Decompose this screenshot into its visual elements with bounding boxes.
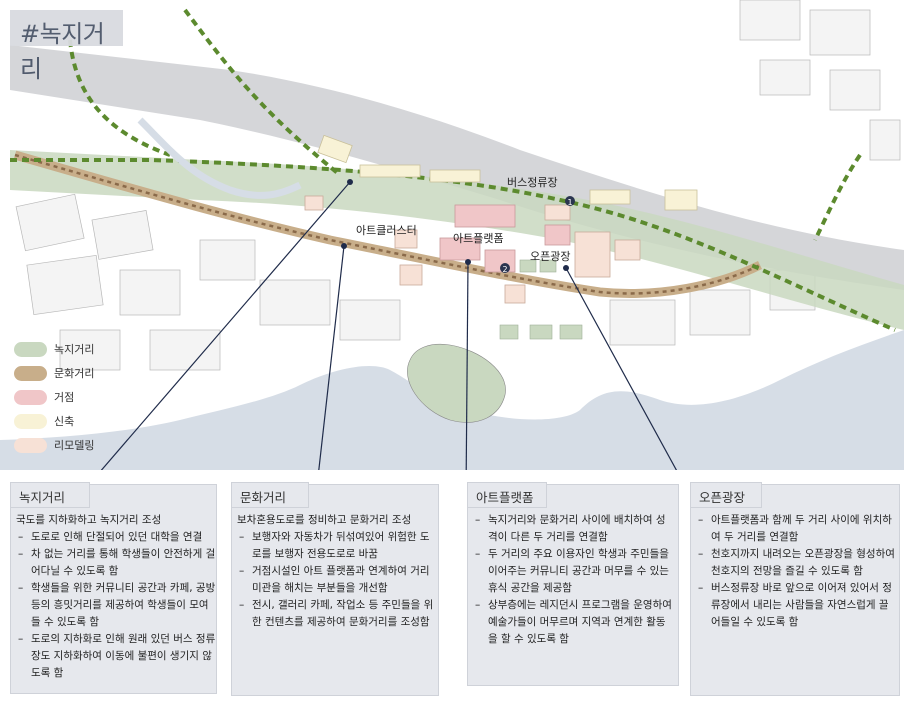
legend-swatch-remodel xyxy=(14,438,47,453)
panel-bullet: 상부층에는 레지던시 프로그램을 운영하여 예술가들이 머무르며 지역과 연계한… xyxy=(473,597,675,648)
panel-title: 아트플랫폼 xyxy=(476,490,534,505)
marker-2-label: 2 xyxy=(502,265,507,274)
legend-item: 리모델링 xyxy=(14,436,134,456)
panel-bullet: 보행자와 자동차가 뒤섞여있어 위험한 도로를 보행자 전용도로로 바꿈 xyxy=(237,529,437,563)
map-label-open-plaza: 오픈광장 xyxy=(530,250,571,263)
legend-item: 거점 xyxy=(14,388,134,408)
marker-1-label: 1 xyxy=(567,198,572,207)
panel-title: 오픈광장 xyxy=(699,490,746,505)
panel-bullet: 거점시설인 아트 플랫폼과 연계하여 거리미관을 해치는 부분들을 개선함 xyxy=(237,563,437,597)
legend-item: 신축 xyxy=(14,412,134,432)
marker-1 xyxy=(565,196,575,206)
green-route-branch-right xyxy=(813,153,862,241)
legend-label: 문화거리 xyxy=(54,367,95,380)
legend-label: 녹지거리 xyxy=(54,343,95,356)
marker-2 xyxy=(500,263,510,273)
legend-label: 거점 xyxy=(54,391,75,404)
panel-art-platform-tab: 아트플랫폼 xyxy=(467,482,547,508)
green-street-band xyxy=(10,150,904,330)
panel-bullet: 녹지거리와 문화거리 사이에 배치하여 성격이 다른 두 거리를 연결함 xyxy=(473,512,675,546)
panel-title: 녹지거리 xyxy=(19,490,66,505)
panel-bullet: 차 없는 거리를 통해 학생들이 안전하게 걸어다닐 수 있도록 함 xyxy=(16,546,216,580)
panel-art-platform-body: 녹지거리와 문화거리 사이에 배치하여 성격이 다른 두 거리를 연결함 두 거… xyxy=(473,512,675,648)
green-route-branch-top xyxy=(183,8,342,177)
panel-open-plaza-tab: 오픈광장 xyxy=(690,482,762,508)
island xyxy=(407,343,506,423)
map-label-art-platform: 아트플랫폼 xyxy=(453,232,504,245)
legend-item: 녹지거리 xyxy=(14,340,134,360)
panel-bullet: 도로의 지하화로 인해 원래 있던 버스 정류장도 지하화하여 이동에 불편이 … xyxy=(16,631,216,682)
legend-label: 신축 xyxy=(54,415,75,428)
lake xyxy=(0,330,904,470)
legend-item: 문화거리 xyxy=(14,364,134,384)
panel-bullet: 학생들을 위한 커뮤니티 공간과 카페, 공방 등의 흥밋거리를 제공하여 학생… xyxy=(16,580,216,631)
panel-culture-street-body: 보차혼용도로를 정비하고 문화거리 조성 보행자와 자동차가 뒤섞여있어 위험한… xyxy=(237,512,437,631)
leader-culture-street xyxy=(318,245,345,470)
panel-bullet: 도로로 인해 단절되어 있던 대학을 연결 xyxy=(16,529,216,546)
panel-bullet: 버스정류장 바로 앞으로 이어져 있어서 정류장에서 내리는 사람들을 자연스럽… xyxy=(696,580,896,631)
page-title-box: #녹지거리 xyxy=(10,10,123,83)
panel-bullet: 아트플랫폼과 함께 두 거리 사이에 위치하여 두 거리를 연결함 xyxy=(696,512,896,546)
panel-line: 국도를 지하화하고 녹지거리 조성 xyxy=(16,514,162,526)
map-label-art-cluster: 아트클러스터 xyxy=(356,224,417,237)
panel-open-plaza-body: 아트플랫폼과 함께 두 거리 사이에 위치하여 두 거리를 연결함 천호지까지 … xyxy=(696,512,896,631)
panel-bullet: 두 거리의 주요 이용자인 학생과 주민들을 이어주는 커뮤니티 공간과 머무를… xyxy=(473,546,675,597)
legend-swatch-green xyxy=(14,342,47,357)
green-route-main xyxy=(10,158,896,332)
page-title: #녹지거리 xyxy=(20,20,105,83)
panel-green-street-body: 국도를 지하화하고 녹지거리 조성 도로로 인해 단절되어 있던 대학을 연결 … xyxy=(16,512,216,682)
leader-green-street xyxy=(100,181,351,470)
panel-title: 문화거리 xyxy=(240,490,287,505)
panel-bullet: 천호지까지 내려오는 오픈광장을 형성하여 천호지의 전망을 즐길 수 있도록 … xyxy=(696,546,896,580)
leader-art-platform xyxy=(465,261,469,470)
legend-swatch-culture xyxy=(14,366,47,381)
panel-culture-street-tab: 문화거리 xyxy=(231,482,309,508)
leader-open-plaza xyxy=(565,267,678,470)
legend-swatch-new xyxy=(14,414,47,429)
green-route-branch-left xyxy=(68,39,171,157)
legend-swatch-hub xyxy=(14,390,47,405)
site-plan-map: 1 2 xyxy=(0,0,904,470)
panel-line: 보차혼용도로를 정비하고 문화거리 조성 xyxy=(237,514,412,526)
map-label-bus-stop: 버스정류장 xyxy=(507,176,558,189)
panel-green-street-tab: 녹지거리 xyxy=(10,482,90,508)
legend-label: 리모델링 xyxy=(54,439,95,452)
panel-bullet: 전시, 갤러리 카페, 작업소 등 주민들을 위한 컨텐츠를 제공하여 문화거리… xyxy=(237,597,437,631)
